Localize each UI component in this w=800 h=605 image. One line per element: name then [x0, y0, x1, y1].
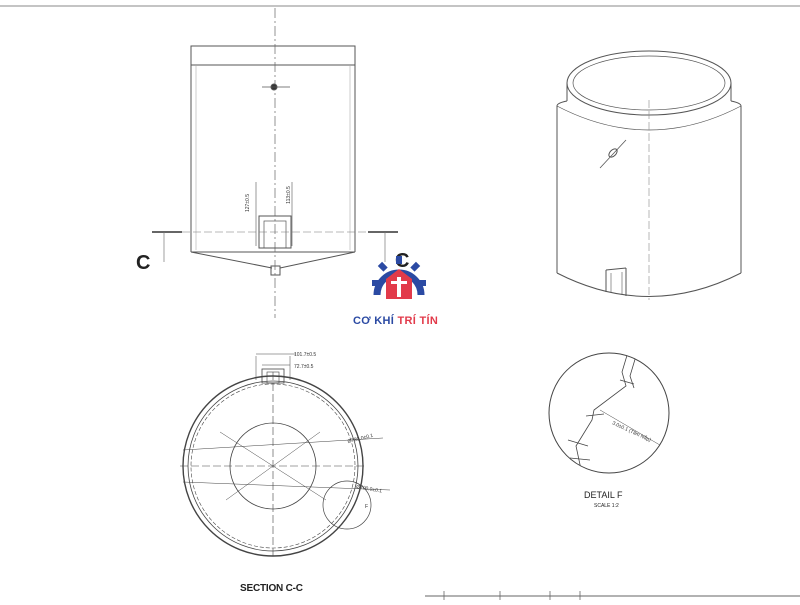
gear-logo-icon [372, 256, 426, 299]
cone-right [279, 251, 356, 269]
detail-title: DETAIL F [584, 490, 623, 500]
logo-text-part1: CƠ KHÍ [353, 315, 395, 327]
iso-fitting [608, 148, 618, 158]
section-dim-outer-2: Ø700.0±0.1 [356, 484, 383, 494]
detail-callout-label: F [365, 504, 368, 510]
section-title: SECTION C-C [240, 583, 303, 594]
section-dim-top-1: 101.7±0.5 [294, 352, 316, 358]
company-logo: CƠ KHÍ TRÍ TÍN [353, 255, 445, 327]
title-block-ticks [443, 591, 581, 600]
cone-left [190, 251, 273, 269]
tank-lid-rim [190, 45, 356, 66]
section-dim-top-2: 72.7±0.5 [294, 364, 314, 370]
logo-text-part2: TRÍ TÍN [397, 315, 439, 327]
section-view [180, 353, 391, 557]
iso-door [605, 267, 627, 296]
logo-text: CƠ KHÍ TRÍ TÍN [353, 315, 438, 327]
front-dim-right: 113±0.5 [286, 186, 292, 204]
isometric-view [556, 50, 742, 300]
front-view [152, 8, 398, 318]
drain-nozzle [270, 265, 281, 276]
detail-dim: 3.0±0.1 (Tấm Nắp) [611, 419, 652, 443]
section-mark-left: C [136, 252, 151, 274]
detail-scale: SCALE 1:2 [594, 503, 619, 509]
front-dim-left: 127±0.5 [245, 194, 251, 212]
detail-circle [548, 352, 670, 474]
iso-bottom-arc [556, 272, 742, 297]
detail-callout-circle [322, 480, 372, 530]
detail-view [548, 352, 670, 474]
section-mark-right: C [395, 250, 410, 272]
